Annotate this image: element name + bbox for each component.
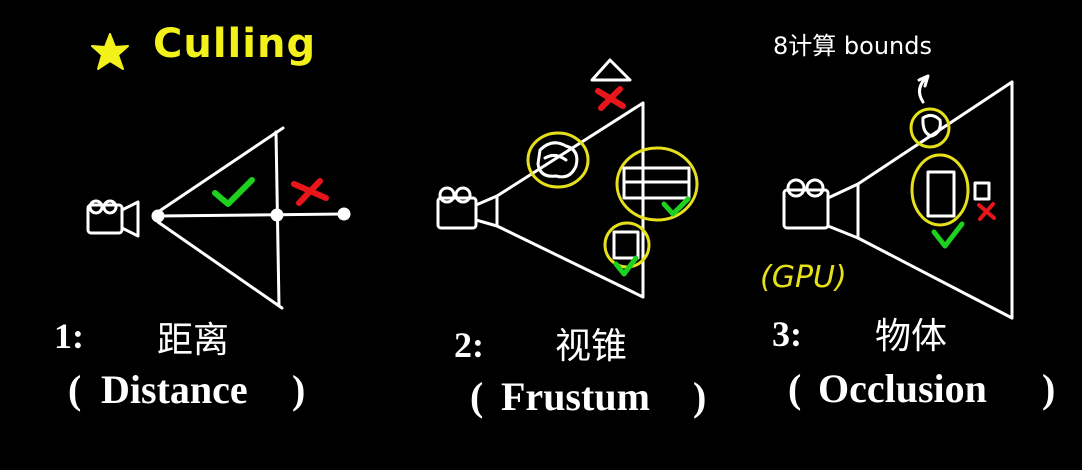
camera-icon [782, 178, 860, 240]
label-frustum: 2: 视锥 ( Frustum ) [454, 325, 706, 419]
box-icon [973, 181, 991, 201]
bounds-note: 8计算 bounds [773, 32, 932, 60]
box-icon [622, 166, 691, 200]
check-icon [661, 196, 691, 217]
chinese-label: 视锥 [555, 326, 627, 367]
open-paren: ( [470, 374, 483, 419]
check-icon [613, 255, 639, 277]
close-paren: ) [292, 367, 305, 412]
english-label: Frustum [501, 374, 650, 419]
near-point [151, 209, 165, 223]
cross-icon [977, 202, 996, 221]
highlight-circle-icon [909, 107, 951, 149]
box-icon [926, 170, 956, 218]
highlight-circle-icon [910, 153, 970, 227]
arrow-icon [917, 74, 930, 104]
cross-icon [595, 86, 626, 111]
triangle-icon [590, 58, 632, 82]
title-group: Culling [91, 21, 316, 70]
index-label: 2: [454, 325, 484, 365]
english-label: Occlusion [818, 366, 987, 411]
distance-axis [156, 212, 346, 218]
label-occlusion: 3: 物体 ( Occlusion ) [772, 314, 1055, 411]
frustum-lower-edge [856, 236, 1014, 320]
box-icon [612, 230, 640, 260]
far-point [270, 208, 284, 222]
english-label: Distance [101, 367, 248, 412]
camera-icon [436, 186, 499, 230]
check-icon [212, 177, 255, 207]
camera-icon [86, 199, 140, 238]
index-label: 3: [772, 314, 802, 354]
highlight-circle-icon [615, 146, 699, 222]
check-icon [931, 221, 965, 249]
cross-icon [291, 178, 329, 206]
frustum-lower-edge [156, 220, 284, 310]
object-blob [921, 113, 942, 138]
panel-frustum [436, 58, 699, 299]
highlight-circle-icon [526, 131, 590, 189]
chinese-label: 物体 [875, 316, 947, 357]
open-paren: ( [788, 366, 801, 411]
frustum-upper-edge [495, 101, 645, 198]
outside-point [337, 207, 351, 221]
frustum-lower-edge [495, 224, 645, 299]
index-label: 1: [54, 316, 84, 356]
close-paren: ) [693, 374, 706, 419]
panel-distance [86, 126, 351, 310]
chinese-label: 距离 [157, 320, 229, 361]
panel-occlusion: 8计算 bounds (GPU) [760, 32, 1014, 320]
open-paren: ( [68, 367, 81, 412]
frustum-upper-edge [156, 126, 285, 214]
star-icon [91, 33, 129, 70]
label-distance: 1: 距离 ( Distance ) [54, 316, 305, 412]
gpu-note: (GPU) [760, 260, 847, 295]
title-text: Culling [153, 21, 316, 67]
close-paren: ) [1042, 366, 1055, 411]
object-blob [536, 141, 579, 179]
